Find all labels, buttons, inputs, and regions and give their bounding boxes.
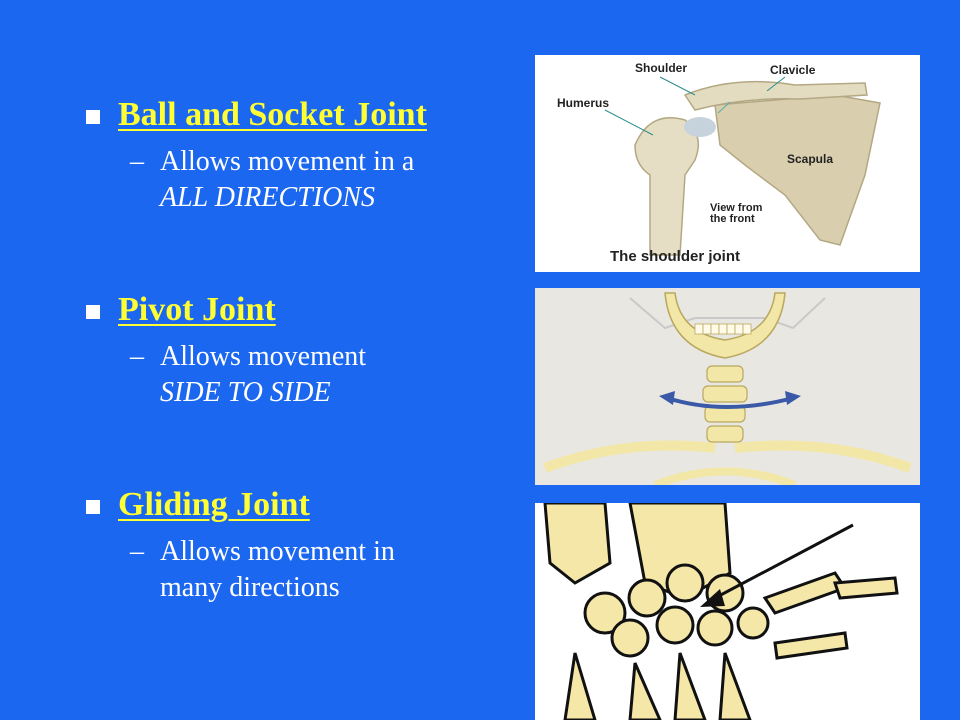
joint-title: Gliding Joint <box>118 486 310 523</box>
bullet-square-icon <box>86 305 100 319</box>
pivot-joint-image <box>535 288 920 485</box>
description-line-1: Allows movement in a <box>160 146 415 177</box>
wrist-illustration <box>535 503 920 720</box>
gliding-joint-image <box>535 503 920 720</box>
description-line-1: Allows movement in <box>160 536 395 567</box>
bullet-pivot: Pivot Joint – Allows movement SIDE TO SI… <box>86 291 526 411</box>
label-clavicle: Clavicle <box>770 63 816 77</box>
description-line-2: ALL DIRECTIONS <box>160 182 375 213</box>
label-view-line-2: the front <box>710 213 755 225</box>
bullet-gliding: Gliding Joint – Allows movement in many … <box>86 486 526 606</box>
joint-title: Pivot Joint <box>118 291 276 328</box>
shoulder-joint-image: Shoulder Clavicle Humerus Scapula View f… <box>535 55 920 272</box>
bullet-ball-socket: Ball and Socket Joint – Allows movement … <box>86 96 526 216</box>
dash: – <box>130 536 144 567</box>
label-shoulder: Shoulder <box>635 61 687 75</box>
description-line-1: Allows movement <box>160 341 367 372</box>
label-humerus: Humerus <box>557 96 609 110</box>
description-line-2: many directions <box>160 572 340 603</box>
bullet-row: Ball and Socket Joint <box>86 96 526 134</box>
dash: – <box>130 341 144 372</box>
shoulder-illustration: Shoulder Clavicle Humerus Scapula View f… <box>535 55 920 272</box>
joint-title: Ball and Socket Joint <box>118 96 427 133</box>
label-view-line-1: View from <box>710 202 763 214</box>
bullet-square-icon <box>86 110 100 124</box>
joint-description: – Allows movement in many directions <box>130 534 526 606</box>
bullet-row: Gliding Joint <box>86 486 526 524</box>
label-scapula: Scapula <box>787 152 833 166</box>
joint-description: – Allows movement SIDE TO SIDE <box>130 339 526 411</box>
bullet-row: Pivot Joint <box>86 291 526 329</box>
shoulder-caption: The shoulder joint <box>610 248 740 265</box>
bullet-square-icon <box>86 500 100 514</box>
joint-description: – Allows movement in a ALL DIRECTIONS <box>130 144 526 216</box>
description-line-2: SIDE TO SIDE <box>160 377 331 408</box>
dash: – <box>130 146 144 177</box>
neck-illustration <box>535 288 920 485</box>
